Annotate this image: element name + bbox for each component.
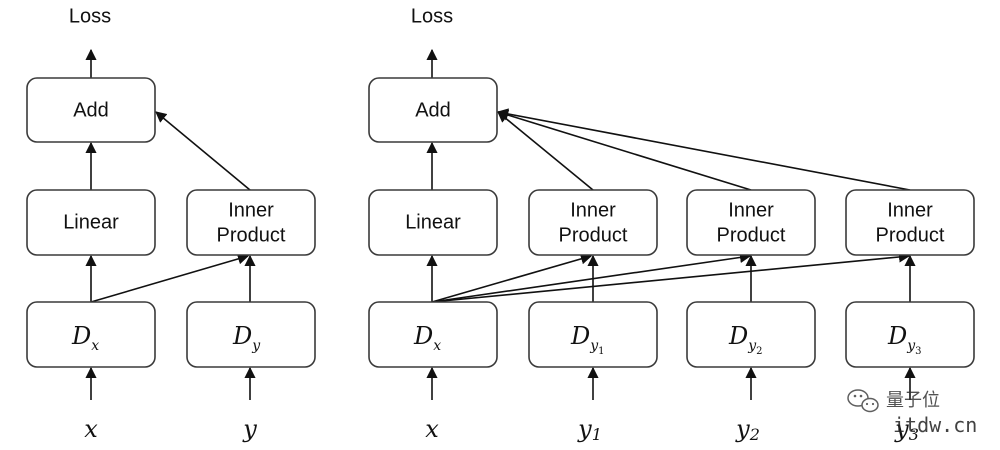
- right-input-y2-sub: 2: [749, 425, 760, 444]
- right-inner-product-node-2: Inner Product: [686, 189, 816, 256]
- left-inner-product-node: Inner Product: [186, 189, 316, 256]
- left-linear-label: Linear: [63, 211, 119, 233]
- right-encoder-y3-node: Dy3: [845, 301, 975, 368]
- right-edge-dx-to-inner1: [431, 253, 593, 303]
- right-inner-product-2-line2: Product: [717, 224, 786, 246]
- right-edge-inner1-to-add: [497, 111, 594, 191]
- right-input-y2: y2: [735, 415, 760, 444]
- right-encoder-y3-main: D: [887, 322, 907, 350]
- right-inner-product-2-line1: Inner: [728, 199, 774, 221]
- left-inner-product-label-line2: Product: [217, 224, 286, 246]
- right-input-y3-main: y: [894, 415, 909, 443]
- right-inner-product-1-line2: Product: [559, 224, 628, 246]
- left-add-node: Add: [26, 77, 156, 143]
- right-linear-label: Linear: [405, 211, 461, 233]
- right-input-y2-main: y: [735, 415, 750, 443]
- watermark-url: itdw.cn: [893, 413, 977, 437]
- right-diagram: Loss Add Linear Inner P: [368, 5, 975, 444]
- right-encoder-x-sub: x: [433, 338, 441, 354]
- left-encoder-x-main: D: [71, 322, 91, 350]
- right-encoder-x-main: D: [413, 322, 433, 350]
- left-input-x: x: [84, 415, 98, 443]
- right-input-y3-sub: 3: [909, 425, 919, 444]
- right-edge-dx-to-inner2: [431, 251, 752, 303]
- right-encoder-y1-sub: y: [589, 338, 599, 354]
- right-encoder-y2-node: Dy2: [686, 301, 816, 368]
- left-encoder-x-label: Dx: [71, 322, 99, 354]
- left-loss-label: Loss: [69, 5, 111, 27]
- right-loss-label: Loss: [411, 5, 453, 27]
- left-edge-inner-to-add: [155, 111, 251, 191]
- wechat-icon: [847, 389, 879, 413]
- left-input-y: y: [242, 415, 257, 443]
- right-inner-product-3-line2: Product: [876, 224, 945, 246]
- right-encoder-y1-node: Dy1: [528, 301, 658, 368]
- left-encoder-y-label: Dy: [232, 322, 261, 354]
- right-encoder-y3-sub2: 3: [915, 346, 921, 357]
- right-edge-inner3-to-add: [496, 108, 911, 191]
- left-diagram: Loss Add Linear Inner Product: [26, 5, 316, 443]
- right-encoder-x-node: Dx: [368, 301, 498, 368]
- left-encoder-x-node: Dx: [26, 301, 156, 368]
- right-inner-product-node-1: Inner Product: [528, 189, 658, 256]
- right-inner-product-node-3: Inner Product: [845, 189, 975, 256]
- right-input-y1: y1: [577, 415, 602, 444]
- left-encoder-y-main: D: [232, 322, 252, 350]
- right-encoder-y1-sub2: 1: [598, 346, 604, 357]
- right-inner-product-1-line1: Inner: [570, 199, 616, 221]
- right-add-node: Add: [368, 77, 498, 143]
- right-input-x: x: [425, 415, 439, 443]
- left-encoder-y-sub: y: [251, 338, 261, 354]
- right-edge-inner2-to-add: [496, 109, 752, 191]
- right-encoder-y1-main: D: [570, 322, 590, 350]
- left-add-label: Add: [73, 99, 109, 121]
- left-edge-dx-to-inner: [90, 253, 250, 303]
- right-encoder-y2-sub: y: [747, 338, 757, 354]
- right-add-label: Add: [415, 99, 451, 121]
- watermark-brand: 量子位: [886, 390, 940, 411]
- watermark: 量子位 itdw.cn: [847, 389, 977, 437]
- right-edge-dx-to-inner3: [431, 251, 911, 303]
- right-encoder-y3-sub: y: [906, 338, 916, 354]
- right-encoder-y1-label: Dy1: [570, 322, 605, 357]
- right-input-x-main: x: [425, 415, 439, 443]
- right-encoder-x-label: Dx: [413, 322, 441, 354]
- left-encoder-x-sub: x: [91, 338, 99, 354]
- right-inner-product-3-line1: Inner: [887, 199, 933, 221]
- left-linear-node: Linear: [26, 189, 156, 256]
- right-input-y1-sub: 1: [592, 425, 602, 444]
- right-encoder-y2-label: Dy2: [728, 322, 763, 357]
- left-inner-product-label-line1: Inner: [228, 199, 274, 221]
- right-encoder-y2-main: D: [728, 322, 748, 350]
- right-encoder-y3-label: Dy3: [887, 322, 922, 357]
- right-encoder-y2-sub2: 2: [756, 346, 762, 357]
- right-linear-node: Linear: [368, 189, 498, 256]
- left-encoder-y-node: Dy: [186, 301, 316, 368]
- right-input-y3: y3: [894, 415, 919, 444]
- right-input-y1-main: y: [577, 415, 592, 443]
